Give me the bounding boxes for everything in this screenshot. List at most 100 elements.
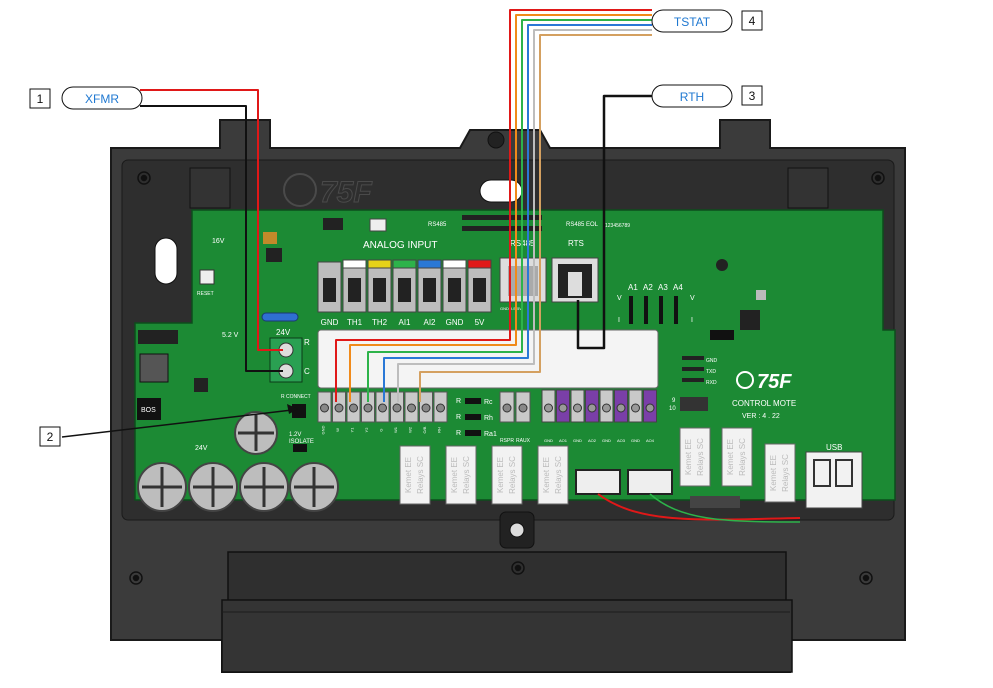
- relay-body: [721, 427, 753, 487]
- relay-text-line-2: Relays SC: [462, 456, 471, 494]
- ao-terminal-label: AO4: [646, 438, 655, 443]
- analog-terminal-slot: [398, 278, 411, 302]
- relay-text-line-1: Kemet EE: [450, 457, 459, 493]
- tstat-terminal-label: Y1: [350, 427, 355, 433]
- analog-terminal-label: TH2: [372, 318, 388, 327]
- analog-terminal-slot: [473, 278, 486, 302]
- analog-out-header-label: A4: [673, 283, 683, 292]
- analog-terminal-slot: [348, 278, 361, 302]
- relay-jumper: [465, 414, 481, 420]
- leader-callout-2: [61, 409, 293, 438]
- callout-4-pill: [651, 9, 733, 33]
- callout-2-number: 2: [47, 430, 54, 444]
- uart-pin-label: RXD: [706, 380, 717, 386]
- analog-out-header-label: A3: [658, 283, 668, 292]
- relay-text-line-2: Relays SC: [554, 456, 563, 494]
- enclosure-logo: 75F: [283, 173, 373, 210]
- label-52v: 5.2 V: [222, 332, 239, 339]
- relay-text-line-1: Kemet EE: [404, 457, 413, 493]
- relay-body: [399, 445, 431, 505]
- rts-label: RTS: [568, 239, 584, 248]
- usb-label: USB: [826, 443, 842, 452]
- callout-1: 1 XFMR: [29, 86, 143, 110]
- wire-tstat-red: [335, 9, 652, 402]
- relay-text-line-1: Kemet EE: [726, 439, 735, 475]
- arrowhead-callout-2: [287, 404, 298, 414]
- aux-terminal-screw: [502, 403, 512, 413]
- i-label-left: I: [618, 317, 620, 324]
- analog-terminal-slot: [373, 278, 386, 302]
- callout-3-number-box: [741, 85, 763, 106]
- wire-xfmr-black: [140, 105, 283, 372]
- analog-out-header-pin: [644, 296, 648, 324]
- relay-text-line-1: Kemet EE: [496, 457, 505, 493]
- tstat-terminal-label: RH: [437, 427, 442, 433]
- ao-terminal-screw: [645, 403, 655, 413]
- relay-jumper-r-label: R: [456, 398, 461, 405]
- pin-10-label: 10: [669, 406, 676, 412]
- ao-terminal-label: GND: [631, 438, 640, 443]
- relay-body: [764, 443, 796, 503]
- v-label-left: V: [617, 295, 622, 302]
- analog-terminal-slot: [423, 278, 436, 302]
- label-16v: 16V: [212, 238, 225, 245]
- relay-text-line-2: Relays SC: [696, 438, 705, 476]
- svg-text:75F: 75F: [320, 176, 372, 209]
- model-line-2: VER : 4 . 22: [742, 413, 780, 420]
- tstat-terminal-screw: [349, 403, 358, 413]
- wire-xfmr-red: [140, 89, 283, 351]
- callout-2: 2: [39, 426, 61, 447]
- callout-3-number: 3: [749, 89, 756, 103]
- pin-9-label: 9: [672, 398, 676, 404]
- wires: [61, 9, 652, 438]
- tstat-terminal-screw: [334, 403, 344, 413]
- analog-terminal-label: AI2: [423, 318, 436, 327]
- analog-terminal-label: AI1: [398, 318, 411, 327]
- callout-1-number: 1: [37, 92, 44, 106]
- callout-3-label: RTH: [680, 90, 704, 104]
- tstat-terminal-label: W1: [393, 426, 398, 433]
- analog-terminal-slot: [448, 278, 461, 302]
- analog-out-header-pin: [674, 296, 678, 324]
- analog-terminal-cap: [442, 259, 467, 269]
- callout-4-number: 4: [749, 14, 756, 28]
- tstat-terminal-label: G: [379, 428, 384, 431]
- wire-tstat-white: [397, 29, 652, 402]
- analog-terminal-cap: [467, 259, 492, 269]
- relay-jumper-label: Ra1: [484, 431, 497, 438]
- relay-text-line-2: Relays SC: [416, 456, 425, 494]
- reset-label: RESET: [197, 291, 214, 297]
- analog-terminal-cap: [342, 259, 367, 269]
- callout-1-label: XFMR: [85, 92, 119, 106]
- analog-input-title: ANALOG INPUT: [363, 240, 437, 251]
- r-label: R: [304, 338, 310, 347]
- callout-3: RTH 3: [651, 84, 763, 108]
- relay-body: [537, 445, 569, 505]
- ao-terminal-label: GND: [573, 438, 582, 443]
- analog-terminal-label: 5V: [475, 318, 485, 327]
- relay-text-line-1: Kemet EE: [684, 439, 693, 475]
- analog-terminal-label: TH1: [347, 318, 363, 327]
- ao-terminal-screw: [602, 403, 611, 413]
- relay-jumper: [465, 398, 481, 404]
- relay-body: [491, 445, 523, 505]
- tstat-terminal-label: W2: [408, 426, 413, 433]
- rs485-eol-label: RS485 EOL: [566, 222, 599, 228]
- tstat-terminal-screw: [436, 403, 445, 413]
- ao-terminal-screw: [558, 403, 568, 413]
- wire-tstat-orange: [349, 14, 652, 402]
- relay-text-line-1: Kemet EE: [769, 455, 778, 491]
- tstat-terminal-screw: [363, 403, 373, 413]
- relay-jumper-r-label: R: [456, 430, 461, 437]
- analog-out-header-pin: [659, 296, 663, 324]
- screw-holes: [129, 171, 885, 585]
- board-logo: 75F: [736, 371, 792, 393]
